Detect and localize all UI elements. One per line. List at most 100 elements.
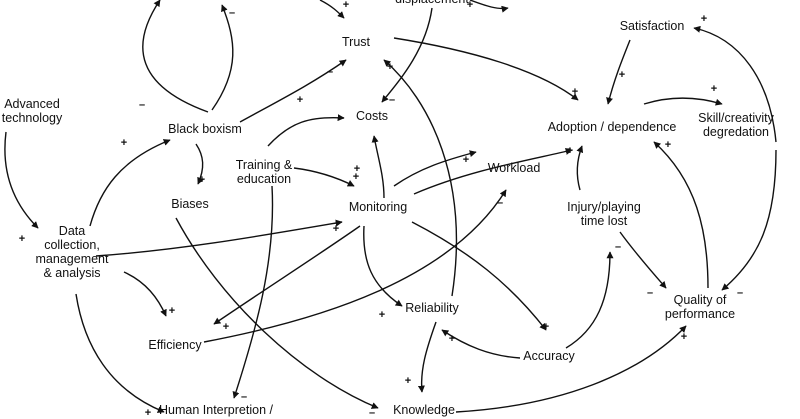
link-polarity-sign: + [405,375,411,387]
link-polarity-sign: + [449,333,455,345]
link-polarity-sign: + [463,154,469,166]
link-polarity-sign: + [297,94,303,106]
causal-link-arrow [211,4,234,111]
link-polarity-sign: + [379,309,385,321]
link-polarity-sign: + [343,0,349,11]
node-label-line: Advanced [4,97,60,111]
node-label-line: collection, [44,238,100,252]
node-adoption-dependence: Adoption / dependence [548,120,677,134]
node-label-line: Human Interpretion / [159,403,273,417]
sign-layer: ––+–+–+++++++++++++++++–+++––––++––+ [19,0,743,419]
node-label-line: Training & [236,158,293,172]
causal-link-arrow [267,114,345,147]
causal-link-arrow [319,0,345,19]
causal-link-arrow [413,148,573,195]
node-label-line: Data [59,224,85,238]
causal-link-arrow [142,0,209,113]
causal-link-arrow [195,143,204,185]
causal-link-arrow [417,321,437,393]
link-polarity-sign: – [389,94,395,106]
node-label-line: performance [665,307,735,321]
node-label-line: Adoption / dependence [548,120,677,134]
causal-link-arrow [643,97,723,106]
node-label-line: Workload [488,161,541,175]
link-polarity-sign: + [333,223,339,235]
causal-link-arrow [411,221,547,331]
link-polarity-sign: + [711,83,717,95]
causal-link-arrow [381,7,433,103]
node-efficiency: Efficiency [148,338,202,352]
causal-link-arrow [293,167,355,187]
causal-link-arrow [203,189,507,343]
causal-link-arrow [371,135,385,199]
causal-link-arrow [393,150,477,187]
link-polarity-sign: – [615,241,621,253]
edge-layer [4,0,777,413]
node-label-line: Trust [342,35,371,49]
causal-link-arrow [383,59,458,297]
node-black-boxism: Black boxism [168,122,242,136]
link-polarity-sign: + [619,69,625,81]
causal-link-arrow [653,141,709,289]
node-label-line: Skill/creativity [698,111,774,125]
causal-link-arrow [721,149,777,291]
link-polarity-sign: – [565,143,571,155]
causal-link-arrow [75,293,165,413]
link-polarity-sign: + [121,137,127,149]
causal-link-arrow [175,217,379,409]
node-satisfaction: Satisfaction [620,19,685,33]
node-monitoring: Monitoring [349,200,407,214]
node-label-line: Injury/playing [567,200,641,214]
node-label-line: technology [2,111,63,125]
causal-link-arrow [239,59,347,123]
node-reliability: Reliability [405,301,459,315]
causal-link-arrow [363,225,403,307]
causal-link-arrow [469,0,509,13]
node-label-line: Reliability [405,301,459,315]
link-polarity-sign: + [701,13,707,25]
causal-link-arrow [441,329,521,359]
link-polarity-sign: – [369,407,375,419]
node-workload: Workload [488,161,541,175]
link-polarity-sign: – [241,391,247,403]
node-label-line: Accuracy [523,349,575,363]
node-training-education: Training &education [236,158,293,186]
link-polarity-sign: – [497,197,503,209]
link-polarity-sign: – [737,287,743,299]
link-polarity-sign: + [543,321,549,333]
node-label-line: & analysis [44,266,101,280]
link-polarity-sign: – [327,66,333,78]
node-biases: Biases [171,197,209,211]
causal-link-arrow [4,131,39,229]
node-label-line: degredation [703,125,769,139]
link-polarity-sign: + [387,61,393,73]
node-trust: Trust [342,35,371,49]
node-label-line: Monitoring [349,200,407,214]
causal-link-arrow [565,251,614,349]
link-polarity-sign: + [467,0,473,11]
node-label-line: education [237,172,291,186]
causal-link-arrow [455,325,687,413]
causal-link-arrow [232,185,274,399]
causal-link-arrow [89,139,171,227]
link-polarity-sign: + [145,407,151,419]
causal-link-arrow [95,219,343,257]
node-displacement: displacement [395,0,469,6]
node-label-line: Costs [356,109,388,123]
causal-link-arrow [123,271,167,317]
node-costs: Costs [356,109,388,123]
link-polarity-sign: + [572,86,578,98]
causal-link-arrow [213,225,361,325]
causal-link-arrow [576,145,584,191]
link-polarity-sign: + [223,321,229,333]
link-polarity-sign: + [354,163,360,175]
link-polarity-sign: + [681,331,687,343]
causal-link-arrow [393,37,579,101]
node-label-line: Knowledge [393,403,455,417]
node-layer: displacementTrust SatisfactionAdvancedtec… [2,0,775,417]
